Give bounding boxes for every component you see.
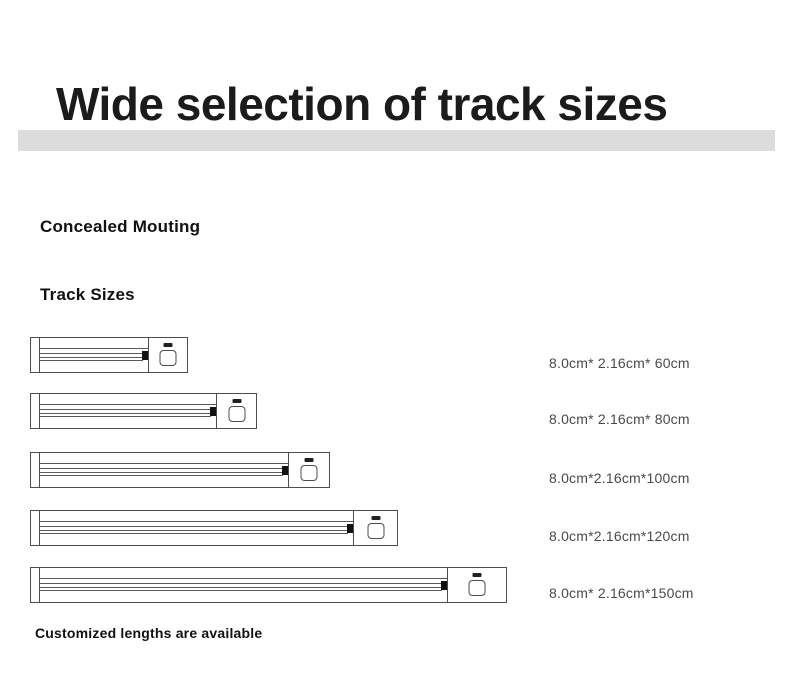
track-size-label: 8.0cm* 2.16cm*150cm [549,585,694,601]
indicator-light-icon [472,573,482,577]
track-driver-box [288,453,329,487]
track-end-stopper [347,524,353,533]
section-heading-concealed-mounting: Concealed Mouting [40,217,201,236]
track-top-groove-line [39,463,289,464]
indicator-light-icon [371,516,380,520]
track-channel-line [39,533,348,534]
track-channel-line [39,526,348,527]
indicator-light-icon [304,458,314,462]
track-channel-line [39,416,211,417]
track-channel-line [39,586,442,588]
track-channel-line [39,353,143,354]
power-button-icon [228,406,245,422]
track-driver-box [148,338,187,372]
track-size-label: 8.0cm*2.16cm*100cm [549,470,690,486]
track-endcap [31,338,40,372]
track-row: 8.0cm*2.16cm*120cm [0,510,790,546]
track-diagram [30,567,507,603]
section-heading-track-sizes: Track Sizes [40,285,135,304]
track-channel-line [39,475,283,476]
indicator-light-icon [163,343,173,347]
track-top-groove-line [39,521,354,522]
track-top-groove-line [39,404,217,405]
track-diagram [30,337,188,373]
track-channel-line [39,468,283,469]
track-endcap [31,394,40,428]
indicator-light-icon [232,399,241,403]
track-row: 8.0cm* 2.16cm* 80cm [0,393,790,429]
track-row: 8.0cm* 2.16cm*150cm [0,567,790,603]
track-channel-line [39,360,143,361]
track-driver-box [447,568,506,602]
track-channel-line [39,409,211,410]
track-row: 8.0cm* 2.16cm* 60cm [0,337,790,373]
track-top-groove-line [39,578,448,579]
power-button-icon [159,350,177,366]
track-diagram [30,393,257,429]
track-end-stopper [142,351,148,360]
power-button-icon [468,580,486,596]
track-size-label: 8.0cm*2.16cm*120cm [549,528,690,544]
track-end-stopper [441,581,447,590]
track-driver-box [216,394,256,428]
power-button-icon [300,465,318,481]
track-channel-line [39,583,442,584]
track-size-label: 8.0cm* 2.16cm* 60cm [549,355,690,371]
track-endcap [31,511,40,545]
track-diagram [30,452,330,488]
track-end-stopper [282,466,288,475]
divider-band [18,130,775,151]
track-diagram [30,510,398,546]
track-channel-line [39,412,211,414]
track-row: 8.0cm*2.16cm*100cm [0,452,790,488]
track-endcap [31,453,40,487]
customized-lengths-note: Customized lengths are available [35,625,263,641]
track-driver-box [353,511,397,545]
track-channel-line [39,471,283,473]
page-title: Wide selection of track sizes [56,77,668,130]
track-channel-line [39,356,143,358]
track-size-label: 8.0cm* 2.16cm* 80cm [549,411,690,427]
power-button-icon [367,523,384,539]
track-top-groove-line [39,348,149,349]
track-channel-line [39,529,348,531]
track-end-stopper [210,407,216,416]
track-channel-line [39,590,442,591]
track-endcap [31,568,40,602]
